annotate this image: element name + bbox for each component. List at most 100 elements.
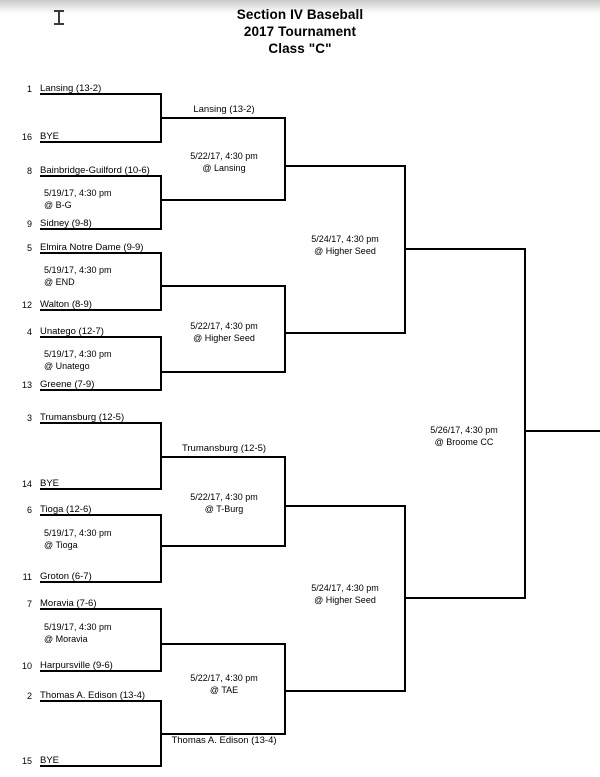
bracket-line	[40, 670, 162, 672]
seed-number: 13	[21, 380, 32, 390]
bracket-line	[284, 165, 406, 167]
team-label: BYE	[40, 131, 60, 142]
bracket-line	[162, 545, 286, 547]
bracket-line	[40, 581, 162, 583]
window-top-gradient	[0, 0, 600, 14]
bracket-line	[40, 141, 162, 143]
bracket-line	[284, 332, 406, 334]
bracket-line	[160, 336, 162, 391]
bracket-line	[40, 309, 162, 311]
seed-number: 8	[26, 166, 32, 176]
team-label: Trumansburg (12-5)	[40, 412, 125, 423]
game-info: 5/22/17, 4:30 pm @ TAE	[162, 672, 286, 696]
seed-number: 9	[26, 219, 32, 229]
team-label: Walton (8-9)	[40, 299, 92, 310]
bracket-line	[524, 248, 526, 599]
bracket-line	[162, 285, 286, 287]
team-label: Groton (6-7)	[40, 571, 92, 582]
game-site: @ T-Burg	[204, 504, 244, 514]
game-info: 5/22/17, 4:30 pm @ Higher Seed	[162, 320, 286, 344]
team-label: Thomas A. Edison (13-4)	[40, 690, 146, 701]
game-info: 5/26/17, 4:30 pm @ Broome CC	[404, 424, 524, 448]
game-info: 5/19/17, 4:30 pm @ Unatego	[44, 348, 112, 372]
winner-label: Lansing (13-2)	[193, 104, 255, 115]
bracket-line	[40, 389, 162, 391]
bracket-line	[40, 608, 162, 610]
game-info: 5/19/17, 4:30 pm @ B-G	[44, 187, 112, 211]
team-label: Greene (7-9)	[40, 379, 95, 390]
team-label: Unatego (12-7)	[40, 326, 104, 337]
game-site: @ Higher Seed	[193, 333, 255, 343]
seed-number: 7	[26, 599, 32, 609]
game-date: 5/24/17, 4:30 pm	[311, 583, 379, 593]
game-info: 5/19/17, 4:30 pm @ Moravia	[44, 621, 112, 645]
game-site: @ TAE	[209, 685, 239, 695]
game-site: @ Higher Seed	[314, 246, 376, 256]
bracket-line	[160, 700, 162, 767]
game-site: @ Moravia	[44, 634, 88, 644]
game-date: 5/22/17, 4:30 pm	[190, 673, 258, 683]
seed-number: 15	[21, 756, 32, 766]
bracket-line	[40, 175, 162, 177]
game-date: 5/19/17, 4:30 pm	[44, 265, 112, 275]
bracket-line	[162, 456, 286, 458]
bracket-line	[40, 488, 162, 490]
bracket-line	[40, 93, 162, 95]
bracket-line	[284, 643, 286, 735]
team-label: Harpursville (9-6)	[40, 660, 113, 671]
bracket-line	[40, 765, 162, 767]
game-site: @ Broome CC	[434, 437, 494, 447]
bracket-line	[40, 422, 162, 424]
team-label: Moravia (7-6)	[40, 598, 97, 609]
bracket-line	[284, 285, 286, 373]
game-date: 5/26/17, 4:30 pm	[430, 425, 498, 435]
bracket-line	[40, 336, 162, 338]
bracket-line	[160, 514, 162, 583]
bracket-line	[40, 252, 162, 254]
bracket-line	[284, 690, 406, 692]
team-label: BYE	[40, 478, 60, 489]
game-info: 5/19/17, 4:30 pm @ Tioga	[44, 527, 112, 551]
page-title: Section IV Baseball 2017 Tournament Clas…	[0, 6, 600, 57]
seed-number: 5	[26, 243, 32, 253]
game-date: 5/24/17, 4:30 pm	[311, 234, 379, 244]
game-info: 5/22/17, 4:30 pm @ Lansing	[162, 150, 286, 174]
bracket-line	[40, 228, 162, 230]
game-site: @ Higher Seed	[314, 595, 376, 605]
game-site: @ B-G	[44, 200, 72, 210]
seed-number: 10	[21, 661, 32, 671]
bracket-line	[162, 643, 286, 645]
bracket-line	[160, 252, 162, 311]
title-line-2: 2017 Tournament	[243, 24, 357, 39]
game-date: 5/22/17, 4:30 pm	[190, 151, 258, 161]
winner-label: Thomas A. Edison (13-4)	[171, 735, 277, 746]
bracket-line	[160, 422, 162, 490]
seed-number: 4	[26, 327, 32, 337]
bracket-line	[160, 93, 162, 143]
bracket-line	[162, 733, 286, 735]
game-info: 5/19/17, 4:30 pm @ END	[44, 264, 112, 288]
team-label: Sidney (9-8)	[40, 218, 92, 229]
game-site: @ Tioga	[44, 540, 78, 550]
bracket-line	[40, 514, 162, 516]
game-date: 5/22/17, 4:30 pm	[190, 492, 258, 502]
game-date: 5/19/17, 4:30 pm	[44, 528, 112, 538]
bracket-line	[162, 371, 286, 373]
game-site: @ Unatego	[44, 361, 90, 371]
game-date: 5/19/17, 4:30 pm	[44, 349, 112, 359]
seed-number: 14	[21, 479, 32, 489]
seed-number: 12	[21, 300, 32, 310]
bracket-line	[40, 700, 162, 702]
game-date: 5/22/17, 4:30 pm	[190, 321, 258, 331]
team-label: Elmira Notre Dame (9-9)	[40, 242, 144, 253]
title-line-1: Section IV Baseball	[236, 7, 364, 22]
team-label: Lansing (13-2)	[40, 83, 102, 94]
game-date: 5/19/17, 4:30 pm	[44, 188, 112, 198]
title-line-3: Class "C"	[268, 41, 332, 56]
bracket-line	[160, 175, 162, 230]
seed-number: 6	[26, 505, 32, 515]
team-label: Tioga (12-6)	[40, 504, 92, 515]
text-cursor-icon	[54, 10, 64, 26]
game-info: 5/24/17, 4:30 pm @ Higher Seed	[284, 233, 406, 257]
